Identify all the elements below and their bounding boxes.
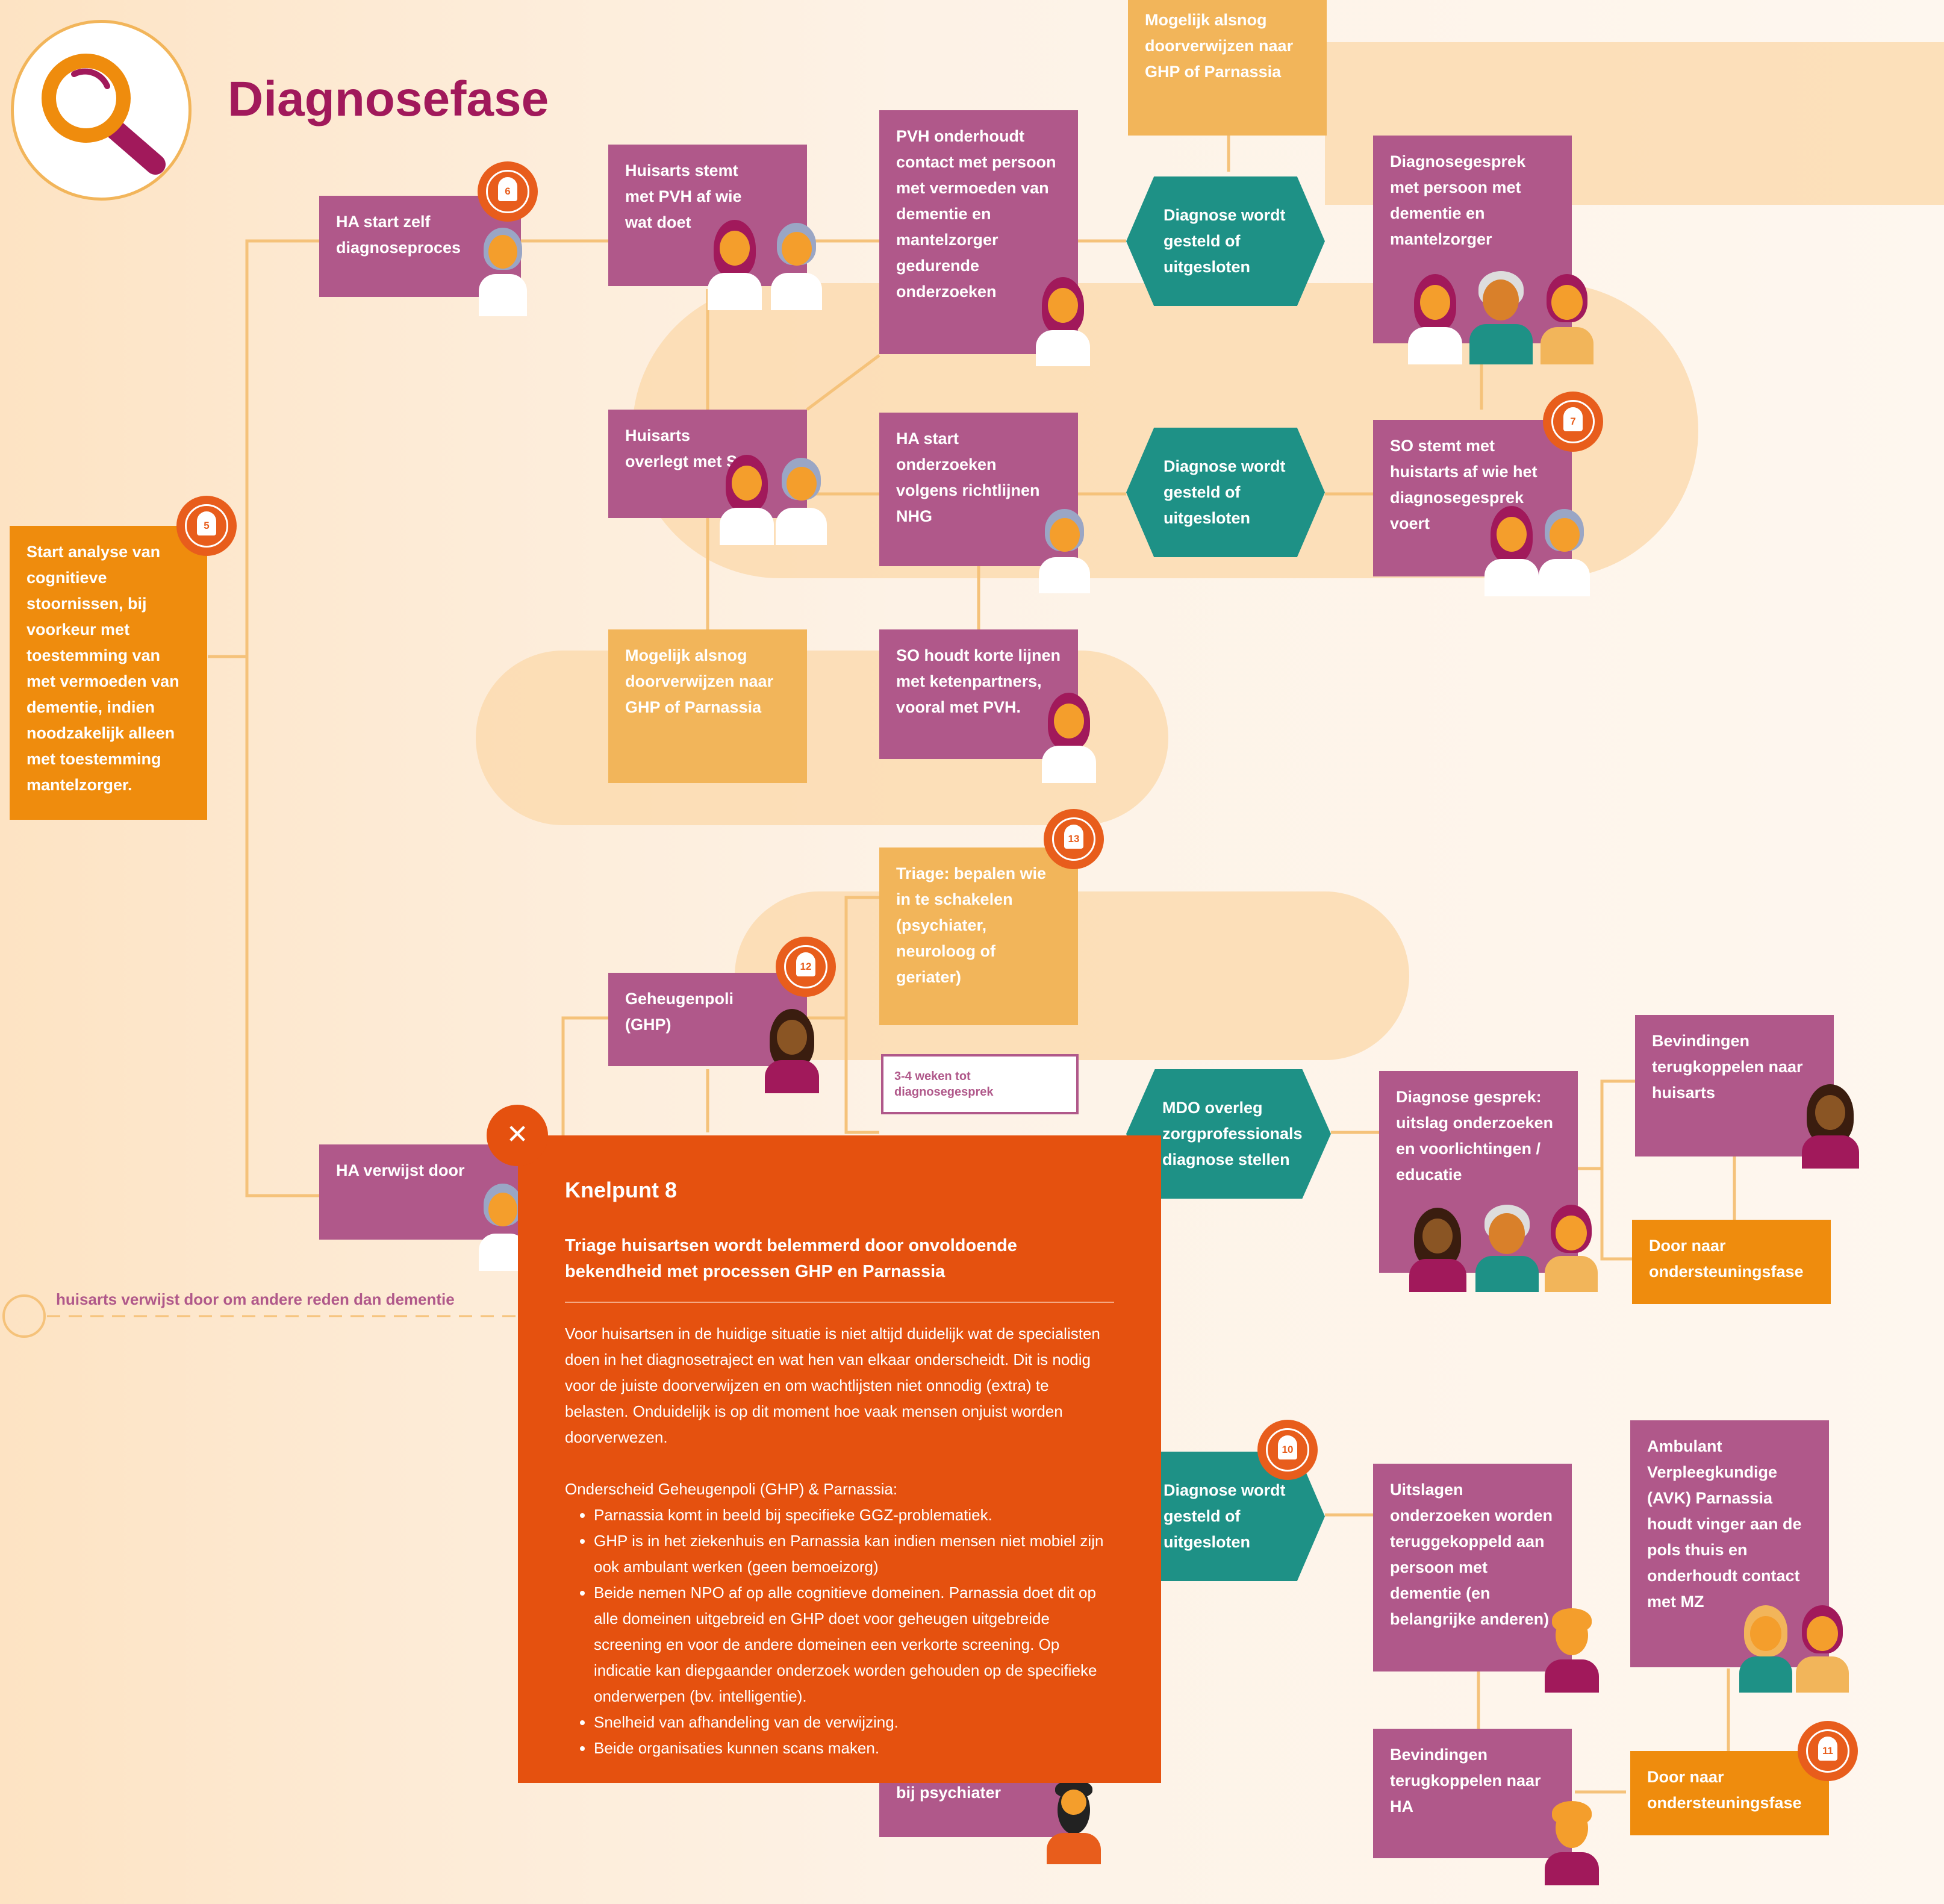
avatar-doctor-4 [1039, 506, 1090, 593]
node-so-stemt: SO stemt met huistarts af wie het diagno… [1373, 420, 1572, 576]
popup-list-item: Beide organisaties kunnen scans maken. [594, 1735, 1114, 1761]
node-diagnose-1: Diagnose wordt gesteld of uitgesloten [1126, 176, 1325, 306]
node-doorverwijzen-top: Mogelijk alsnog doorverwijzen naar GHP o… [1128, 0, 1327, 136]
popup-divider [565, 1302, 1114, 1303]
popup-list-title: Onderscheid Geheugenpoli (GHP) & Parnass… [565, 1480, 898, 1498]
referral-start-circle [2, 1294, 46, 1338]
node-door-naar-1: Door naar ondersteuningsfase [1632, 1220, 1831, 1304]
node-bevindingen-huisarts: Bevindingen terugkoppelen naar huisarts [1635, 1015, 1834, 1156]
bell-number: 11 [1822, 1745, 1833, 1756]
page-title: Diagnosefase [228, 72, 549, 126]
alert-bell-icon-5[interactable]: 5 [176, 496, 237, 556]
popup-list-item: Beide nemen NPO af op alle cognitieve do… [594, 1580, 1114, 1709]
node-huisarts-stemt: Huisarts stemt met PVH af wie wat doet [608, 145, 807, 286]
node-door-naar-2: Door naar ondersteuningsfase [1630, 1751, 1829, 1835]
avatar-woman-9 [1802, 1084, 1859, 1169]
node-so-houdt: SO houdt korte lijnen met ketenpartners,… [879, 629, 1078, 759]
node-start: Start analyse van cognitieve stoornissen… [10, 526, 207, 820]
avatar-elderly-man-1 [1469, 271, 1533, 364]
node-weken: 3-4 weken tot diagnosegesprek [881, 1054, 1079, 1114]
alert-bell-icon-10[interactable]: 10 [1257, 1420, 1318, 1480]
bell-number: 10 [1282, 1444, 1294, 1455]
popup-list-item: Snelheid van afhandeling van de verwijzi… [594, 1709, 1114, 1735]
avatar-man-glasses-2 [1545, 1801, 1599, 1885]
bell-number: 6 [505, 186, 511, 197]
avatar-woman-5 [1484, 506, 1539, 596]
alert-bell-icon-13[interactable]: 13 [1044, 809, 1104, 869]
avatar-caregiver-3 [1796, 1605, 1849, 1693]
avatar-doctor-2 [771, 220, 822, 310]
connector-lines [208, 136, 1736, 1794]
avatar-woman-4 [720, 455, 774, 545]
node-triage: Triage: bepalen wie in te schakelen (psy… [879, 847, 1078, 1025]
avatar-caregiver-1 [1541, 274, 1594, 364]
alert-bell-icon-7[interactable]: 7 [1543, 392, 1603, 452]
popup-subtitle: Triage huisartsen wordt belemmerd door o… [565, 1236, 1017, 1281]
node-huisarts-overlegt: Huisarts overlegt met SO [608, 410, 807, 518]
alert-bell-icon-12[interactable]: 12 [776, 937, 836, 997]
node-ha-start-onderzoeken: HA start onderzoeken volgens richtlijnen… [879, 413, 1078, 566]
popup-title: Knelpunt 8 [565, 1178, 677, 1202]
node-pvh-onderhoudt: PVH onderhoudt contact met persoon met v… [879, 110, 1078, 354]
alert-bell-icon-6[interactable]: 6 [478, 161, 538, 222]
node-ambulant: Ambulant Verpleegkundige (AVK) Parnassia… [1630, 1420, 1829, 1667]
avatar-woman-8 [1409, 1208, 1466, 1292]
avatar-doctor-3 [776, 455, 827, 545]
avatar-woman-7 [765, 1009, 819, 1093]
popup-list: Parnassia komt in beeld bij specifieke G… [565, 1502, 1114, 1761]
avatar-elderly-man-2 [1475, 1205, 1539, 1292]
node-diagnosegesprek: Diagnosegesprek met persoon met dementie… [1373, 136, 1572, 343]
avatar-man-glasses-1 [1545, 1608, 1599, 1693]
node-diagnose-2: Diagnose wordt gesteld of uitgesloten [1126, 428, 1325, 557]
avatar-doctor-1 [479, 223, 527, 316]
avatar-caregiver-2 [1545, 1205, 1598, 1292]
avatar-woman-6 [1042, 693, 1096, 783]
node-uitslagen: Uitslagen onderzoeken worden teruggekopp… [1373, 1464, 1572, 1671]
avatar-bearded-man [1047, 1780, 1101, 1864]
avatar-doctor-5 [1539, 506, 1590, 596]
node-bevindingen-ha: Bevindingen terugkoppelen naar HA [1373, 1729, 1572, 1858]
magnifier-icon [42, 54, 166, 175]
avatar-woman-1 [708, 220, 762, 310]
popup-list-item: GHP is in het ziekenhuis en Parnassia ka… [594, 1528, 1114, 1580]
avatar-woman-2 [1036, 277, 1090, 366]
magnifier-logo [11, 20, 192, 201]
popup-intro: Voor huisartsen in de huidige situatie i… [565, 1325, 1100, 1446]
close-icon[interactable]: ✕ [487, 1105, 548, 1166]
node-doorverwijzen-mid: Mogelijk alsnog doorverwijzen naar GHP o… [608, 629, 807, 783]
avatar-woman-10 [1739, 1605, 1792, 1693]
bell-number: 5 [204, 520, 210, 531]
bell-number: 13 [1068, 833, 1080, 844]
bell-number: 7 [1570, 416, 1576, 427]
referral-note: huisarts verwijst door om andere reden d… [56, 1290, 455, 1308]
alert-bell-icon-11[interactable]: 11 [1798, 1721, 1858, 1781]
avatar-woman-3 [1408, 274, 1462, 364]
node-diagnose-gesprek-uitslag: Diagnose gesprek: uitslag onderzoeken en… [1379, 1071, 1578, 1273]
knelpunt-popup: Knelpunt 8 Triage huisartsen wordt belem… [518, 1135, 1161, 1783]
popup-list-item: Parnassia komt in beeld bij specifieke G… [594, 1502, 1114, 1528]
bell-number: 12 [800, 961, 812, 972]
